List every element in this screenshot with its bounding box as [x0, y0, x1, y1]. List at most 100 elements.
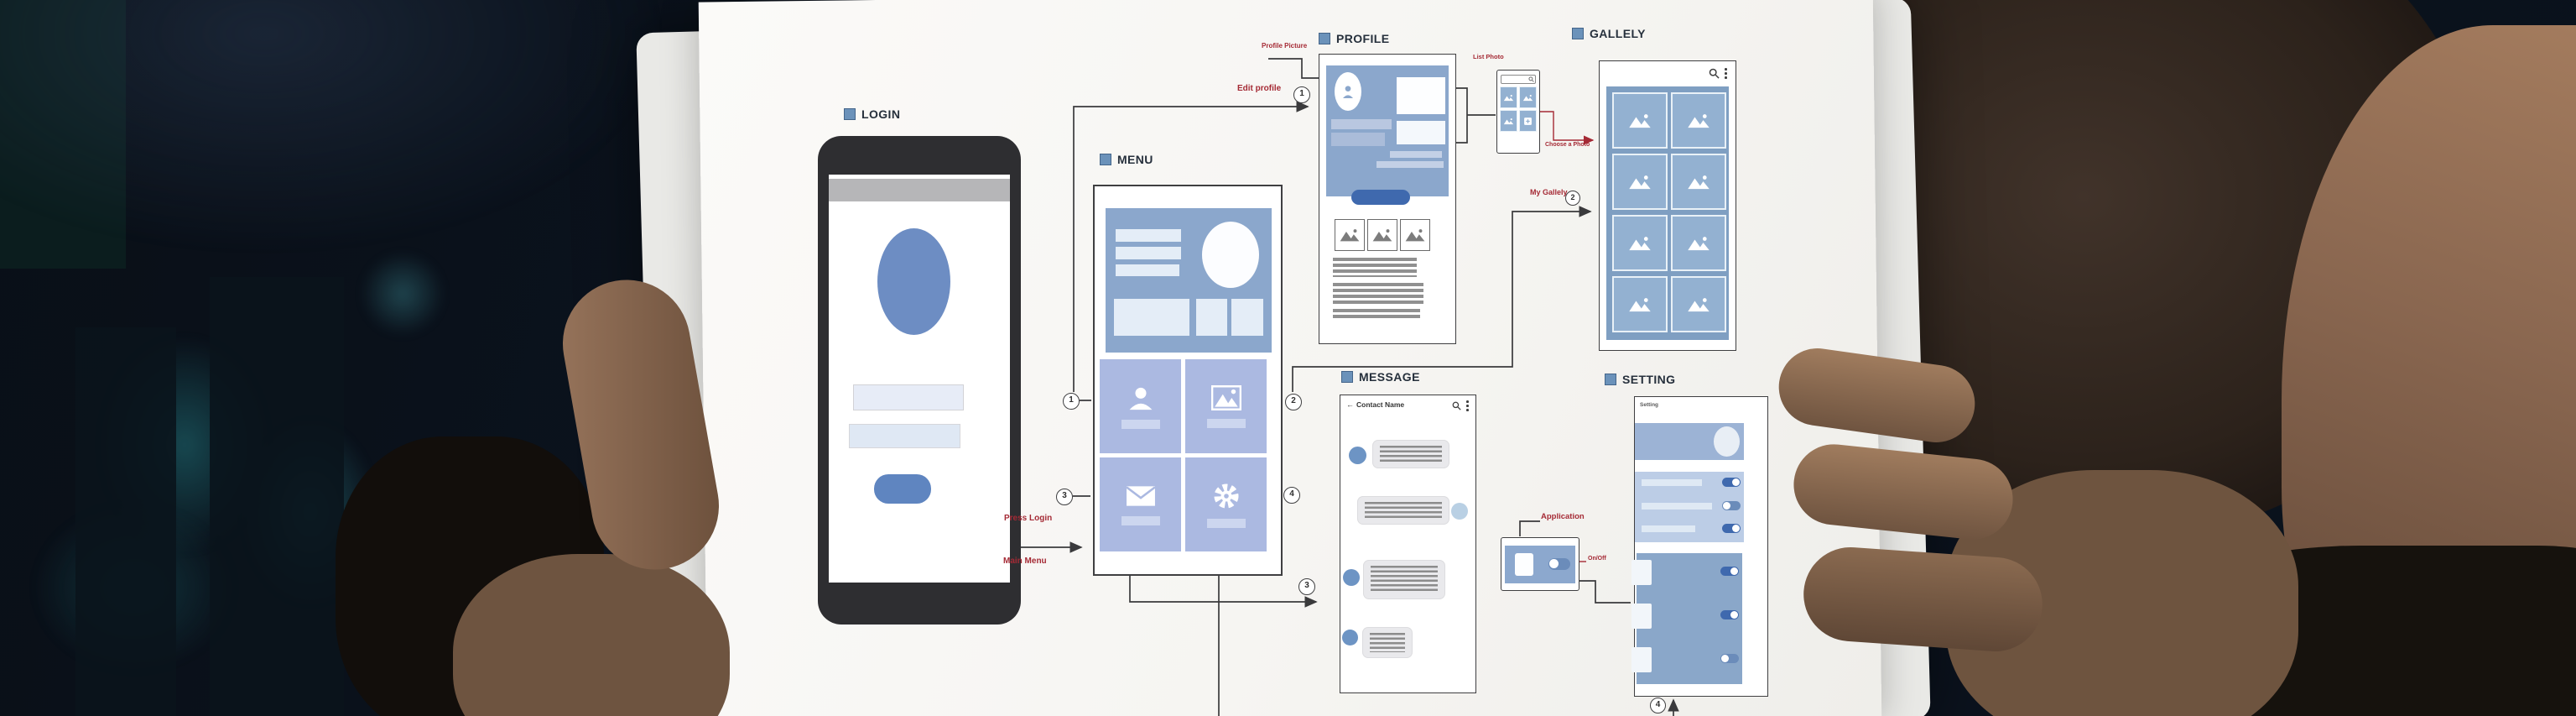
mail-icon	[1125, 485, 1156, 506]
gear-icon	[1214, 483, 1238, 508]
menu-step-2-badge: 2	[1285, 394, 1302, 410]
application-card	[1505, 546, 1575, 583]
setting-header-title: Setting	[1640, 402, 1659, 408]
image-placeholder-icon	[1629, 175, 1651, 189]
setting-list-panel	[1631, 553, 1742, 684]
menu-tile-setting	[1185, 457, 1267, 551]
choose-photo-annotation: Choose a Photo	[1545, 142, 1590, 148]
list-photo-popup	[1496, 70, 1540, 154]
flow-step-4-badge: 4	[1650, 698, 1666, 713]
profile-picture-annotation: Profile Picture	[1262, 42, 1308, 50]
setting-toggle	[1722, 501, 1741, 510]
left-hand	[453, 554, 730, 716]
image-placeholder-icon	[1629, 236, 1651, 250]
flow-step-1-badge: 1	[1293, 86, 1310, 103]
chat-avatar	[1451, 503, 1468, 520]
chat-bubble-right	[1358, 497, 1449, 524]
gallery-panel	[1606, 86, 1729, 340]
profile-card	[1397, 121, 1445, 144]
setting-section-label: SETTING	[1605, 373, 1675, 386]
chat-bubble-left	[1373, 441, 1449, 468]
profile-wireframe	[1319, 54, 1456, 344]
login-button	[874, 474, 931, 504]
image-placeholder-icon	[1629, 113, 1651, 128]
kebab-menu-icon	[1725, 68, 1727, 79]
chat-avatar	[1349, 447, 1366, 464]
on-off-annotation: On/Off	[1588, 556, 1606, 562]
chat-bubble-left	[1364, 561, 1444, 598]
kebab-menu-icon	[1466, 400, 1469, 411]
password-field	[849, 424, 960, 448]
message-wireframe: ← Contact Name	[1340, 395, 1476, 693]
setting-avatar-circle	[1714, 426, 1740, 457]
setting-toggle-panel	[1635, 472, 1744, 542]
section-bullet-icon	[1319, 33, 1330, 44]
profile-text-lines	[1333, 309, 1420, 319]
profile-action-button	[1351, 190, 1410, 205]
section-bullet-icon	[1341, 371, 1353, 383]
image-placeholder-icon	[1503, 94, 1514, 101]
person-icon	[1343, 86, 1353, 98]
setting-toggle	[1720, 610, 1739, 619]
setting-row-thumb	[1631, 560, 1652, 585]
menu-avatar-circle	[1202, 222, 1259, 288]
setting-row-thumb	[1631, 647, 1652, 672]
status-bar	[829, 179, 1010, 201]
gallery-section-label: GALLELY	[1572, 27, 1646, 40]
gallery-header-icons	[1709, 68, 1727, 79]
press-login-annotation: Press Login	[1004, 514, 1053, 523]
image-placeholder-icon	[1688, 236, 1710, 250]
person-icon	[1129, 387, 1152, 410]
menu-step-3-badge: 3	[1056, 489, 1073, 505]
setting-banner	[1635, 423, 1744, 460]
chat-avatar	[1342, 630, 1358, 645]
profile-section-label: PROFILE	[1319, 32, 1389, 45]
image-placeholder-icon	[1405, 229, 1425, 242]
app-icon-placeholder	[1515, 553, 1533, 576]
image-placeholder-icon	[1688, 175, 1710, 189]
setting-row-thumb	[1631, 604, 1652, 629]
image-placeholder-icon	[1629, 297, 1651, 311]
menu-wireframe	[1093, 185, 1283, 576]
image-placeholder-icon	[1688, 297, 1710, 311]
search-icon	[1453, 401, 1462, 410]
gallery-wireframe	[1599, 60, 1736, 351]
list-photo-annotation: List Photo	[1473, 53, 1504, 60]
message-header-icons	[1452, 400, 1469, 411]
setting-toggle	[1720, 654, 1739, 663]
phone-screen	[829, 175, 1010, 583]
setting-wireframe: Setting	[1631, 396, 1768, 697]
message-section-label: MESSAGE	[1341, 370, 1420, 384]
image-placeholder-icon	[1688, 113, 1710, 128]
my-gallery-annotation: My Gallely	[1530, 188, 1568, 196]
flow-step-3-badge: 3	[1298, 578, 1315, 595]
section-bullet-icon	[1572, 28, 1584, 39]
profile-avatar	[1335, 72, 1361, 111]
menu-step-1-badge: 1	[1063, 393, 1080, 410]
section-bullet-icon	[1605, 374, 1616, 385]
add-photo-icon	[1524, 117, 1532, 125]
chat-avatar	[1343, 569, 1360, 586]
image-placeholder-icon	[1340, 229, 1360, 242]
city-teal-strip	[0, 0, 126, 269]
profile-card	[1397, 77, 1445, 114]
profile-text-lines	[1333, 283, 1423, 306]
menu-tile-gallery	[1185, 359, 1267, 453]
search-icon	[1710, 68, 1720, 79]
login-section-label: LOGIN	[844, 107, 900, 121]
image-placeholder-icon	[1372, 229, 1392, 242]
application-popup	[1501, 537, 1579, 591]
application-toggle	[1548, 558, 1570, 570]
message-header-title: Contact Name	[1356, 400, 1405, 409]
menu-step-4-badge: 4	[1283, 487, 1300, 504]
search-icon	[1528, 76, 1534, 82]
section-bullet-icon	[844, 108, 856, 120]
username-field	[853, 384, 964, 410]
edit-profile-annotation: Edit profile	[1237, 84, 1282, 93]
setting-toggle	[1720, 567, 1739, 576]
flow-step-2-badge: 2	[1565, 191, 1580, 206]
setting-toggle	[1722, 524, 1741, 533]
